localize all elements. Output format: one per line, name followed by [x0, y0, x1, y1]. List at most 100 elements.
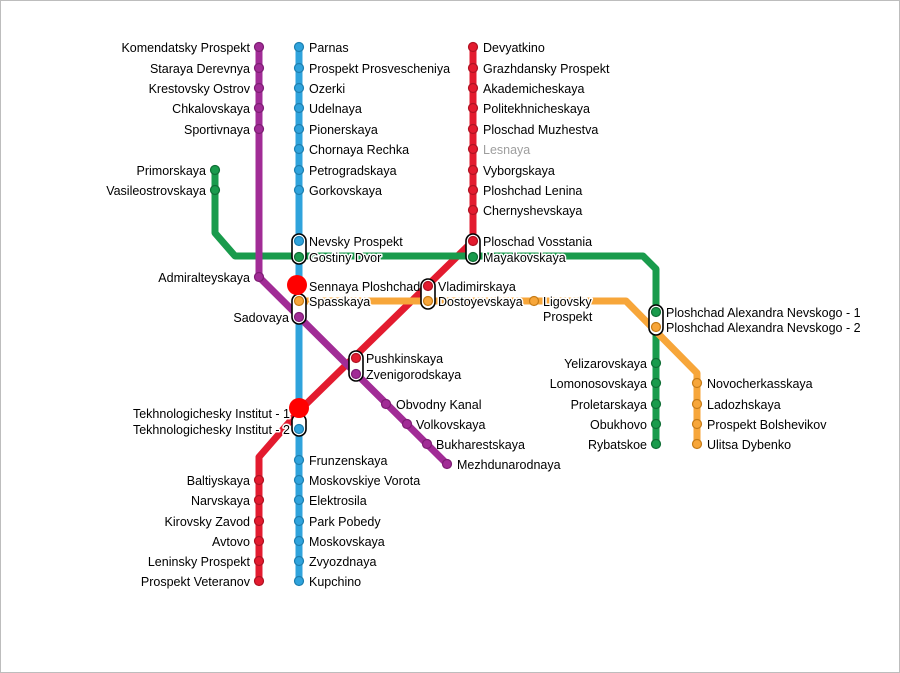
station-udelnaya[interactable] [293, 102, 305, 114]
label-kirovsky: Kirovsky Zavod [165, 515, 250, 529]
label-staraya: Staraya Derevnya [150, 62, 250, 76]
station-chornaya[interactable] [293, 143, 305, 155]
station-primorskaya[interactable] [209, 164, 221, 176]
station-gorkovskaya[interactable] [293, 184, 305, 196]
label-rybatskoe: Rybatskoe [588, 438, 647, 452]
station-staraya[interactable] [253, 62, 265, 74]
label-pushkinskaya: Pushkinskaya [366, 352, 443, 366]
label-devyatkino: Devyatkino [483, 41, 545, 55]
station-frunzenskaya[interactable] [293, 454, 305, 466]
label-ozerki: Ozerki [309, 82, 345, 96]
station-vladimirskaya[interactable] [422, 280, 434, 292]
station-sennaya[interactable] [287, 275, 307, 295]
label-spasskaya: Spasskaya [309, 295, 370, 309]
station-bolshevikov[interactable] [691, 418, 703, 430]
station-prosvescheniya[interactable] [293, 62, 305, 74]
station-vyborgskaya[interactable] [467, 164, 479, 176]
station-mayakovskaya[interactable] [467, 251, 479, 263]
label-avtovo: Avtovo [212, 535, 250, 549]
station-volkovskaya[interactable] [401, 418, 413, 430]
station-petrogradskaya[interactable] [293, 164, 305, 176]
station-novocherkasskaya[interactable] [691, 377, 703, 389]
station-sadovaya[interactable] [293, 311, 305, 323]
station-nevsky[interactable] [293, 235, 305, 247]
label-akademicheskaya: Akademicheskaya [483, 82, 584, 96]
label-moskovskaya: Moskovskaya [309, 535, 385, 549]
station-zvyozdnaya[interactable] [293, 555, 305, 567]
station-vosstania[interactable] [467, 235, 479, 247]
station-politekhnicheskaya[interactable] [467, 102, 479, 114]
station-sportivnaya[interactable] [253, 123, 265, 135]
station-chernyshevskaya[interactable] [467, 204, 479, 216]
station-spasskaya[interactable] [293, 295, 305, 307]
station-devyatkino[interactable] [467, 41, 479, 53]
station-veteranov[interactable] [253, 575, 265, 587]
station-parnas[interactable] [293, 41, 305, 53]
label-novocherkasskaya: Novocherkasskaya [707, 377, 813, 391]
station-ozerki[interactable] [293, 82, 305, 94]
station-mezhdunarodnaya[interactable] [441, 458, 453, 470]
label-bolshevikov: Prospekt Bolshevikov [707, 418, 827, 432]
station-krestovsky[interactable] [253, 82, 265, 94]
label-zvenigorodskaya: Zvenigorodskaya [366, 368, 461, 382]
station-dybenko[interactable] [691, 438, 703, 450]
station-kupchino[interactable] [293, 575, 305, 587]
station-lenina[interactable] [467, 184, 479, 196]
station-muzhestva[interactable] [467, 123, 479, 135]
label-petrogradskaya: Petrogradskaya [309, 164, 397, 178]
station-dostoyevskaya[interactable] [422, 295, 434, 307]
station-ligovsky[interactable] [528, 295, 540, 307]
label-pionerskaya: Pionerskaya [309, 123, 378, 137]
station-kirovsky[interactable] [253, 515, 265, 527]
label-gostiny: Gostiny Dvor [309, 251, 381, 265]
station-gostiny[interactable] [293, 251, 305, 263]
station-leninsky[interactable] [253, 555, 265, 567]
station-moskovskiye[interactable] [293, 474, 305, 486]
station-yelizarovskaya[interactable] [650, 357, 662, 369]
label-admiralteyskaya: Admiralteyskaya [158, 271, 250, 285]
station-ladozhskaya[interactable] [691, 398, 703, 410]
station-narvskaya[interactable] [253, 494, 265, 506]
station-grazhdansky[interactable] [467, 62, 479, 74]
label-tekh2: Tekhnologichesky Institut - 2 [133, 423, 290, 437]
station-proletarskaya[interactable] [650, 398, 662, 410]
label-kupchino: Kupchino [309, 575, 361, 589]
label-mezhdunarodnaya: Mezhdunarodnaya [457, 458, 561, 472]
green-line [211, 167, 660, 447]
label-dostoyevskaya: Dostoyevskaya [438, 295, 523, 309]
label-krestovsky: Krestovsky Ostrov [149, 82, 251, 96]
station-zvenigorodskaya[interactable] [350, 368, 362, 380]
station-vasileostrovskaya[interactable] [209, 184, 221, 196]
station-rybatskoe[interactable] [650, 438, 662, 450]
label-leninsky: Leninsky Prospekt [148, 555, 251, 569]
station-pionerskaya[interactable] [293, 123, 305, 135]
label-vasileostrovskaya: Vasileostrovskaya [106, 184, 206, 198]
station-nevskogo2[interactable] [650, 321, 662, 333]
label-baltiyskaya: Baltiyskaya [187, 474, 250, 488]
station-admiralteyskaya[interactable] [253, 271, 265, 283]
label-prosvescheniya: Prospekt Prosvescheniya [309, 62, 450, 76]
station-moskovskaya[interactable] [293, 535, 305, 547]
label-ladozhskaya: Ladozhskaya [707, 398, 781, 412]
station-elektrosila[interactable] [293, 494, 305, 506]
station-akademicheskaya[interactable] [467, 82, 479, 94]
station-park-pobedy[interactable] [293, 515, 305, 527]
station-tekh1[interactable] [289, 398, 309, 418]
station-chkalovskaya[interactable] [253, 102, 265, 114]
station-lomonosovskaya[interactable] [650, 377, 662, 389]
station-lesnaya[interactable] [467, 143, 479, 155]
station-komendatsky[interactable] [253, 41, 265, 53]
station-nevskogo1[interactable] [650, 306, 662, 318]
station-obvodny[interactable] [380, 398, 392, 410]
label-komendatsky: Komendatsky Prospekt [121, 41, 250, 55]
station-obukhovo[interactable] [650, 418, 662, 430]
station-pushkinskaya[interactable] [350, 352, 362, 364]
label-gorkovskaya: Gorkovskaya [309, 184, 382, 198]
station-baltiyskaya[interactable] [253, 474, 265, 486]
label-vladimirskaya: Vladimirskaya [438, 280, 516, 294]
station-bukharestskaya[interactable] [421, 438, 433, 450]
station-tekh2[interactable] [293, 423, 305, 435]
station-avtovo[interactable] [253, 535, 265, 547]
label-volkovskaya: Volkovskaya [416, 418, 486, 432]
